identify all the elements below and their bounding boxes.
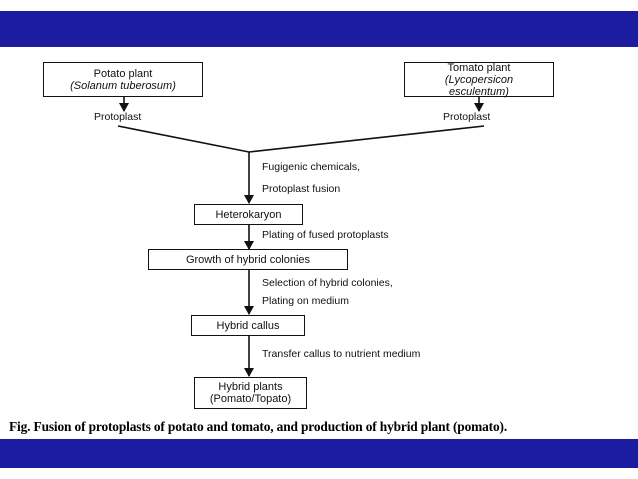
potato-plant-name: Potato plant bbox=[93, 67, 153, 80]
potato-species: (Solanum tuberosum) bbox=[70, 79, 176, 92]
edge-label-transfer: Transfer callus to nutrient medium bbox=[262, 348, 421, 360]
bottom-banner bbox=[0, 439, 638, 468]
edge-label-selection-1: Selection of hybrid colonies, bbox=[262, 277, 393, 289]
potato-protoplast-label: Protoplast bbox=[94, 111, 142, 123]
top-banner bbox=[0, 11, 638, 47]
hybrid-callus-box: Hybrid callus bbox=[191, 315, 305, 336]
edge-label-plating: Plating of fused protoplasts bbox=[262, 229, 389, 241]
potato-plant-box: Potato plant (Solanum tuberosum) bbox=[43, 62, 203, 97]
growth-colonies-label: Growth of hybrid colonies bbox=[185, 253, 311, 266]
growth-colonies-box: Growth of hybrid colonies bbox=[148, 249, 348, 270]
figure-caption: Fig. Fusion of protoplasts of potato and… bbox=[9, 419, 508, 434]
heterokaryon-label: Heterokaryon bbox=[215, 208, 282, 221]
edge-label-selection-2: Plating on medium bbox=[262, 295, 349, 307]
tomato-merge-line bbox=[248, 125, 485, 153]
tomato-protoplast-label: Protoplast bbox=[443, 111, 491, 123]
hybrid-plants-label-line1: Hybrid plants bbox=[218, 381, 283, 393]
edge-label-fusion-1: Fugigenic chemicals, bbox=[262, 161, 361, 173]
potato-merge-line bbox=[117, 125, 250, 153]
hybrid-plants-box: Hybrid plants (Pomato/Topato) bbox=[194, 377, 307, 409]
edge-label-fusion-2: Protoplast fusion bbox=[262, 183, 341, 195]
tomato-species-line2: esculentum) bbox=[449, 85, 509, 98]
heterokaryon-box: Heterokaryon bbox=[194, 204, 303, 225]
hybrid-plants-label-line2: (Pomato/Topato) bbox=[209, 393, 292, 405]
tomato-plant-box: Tomato plant (Lycopersicon esculentum) bbox=[404, 61, 554, 98]
hybrid-callus-label: Hybrid callus bbox=[216, 319, 280, 332]
tomato-species-line1: (Lycopersicon bbox=[444, 73, 514, 86]
tomato-plant-name: Tomato plant bbox=[447, 61, 511, 74]
